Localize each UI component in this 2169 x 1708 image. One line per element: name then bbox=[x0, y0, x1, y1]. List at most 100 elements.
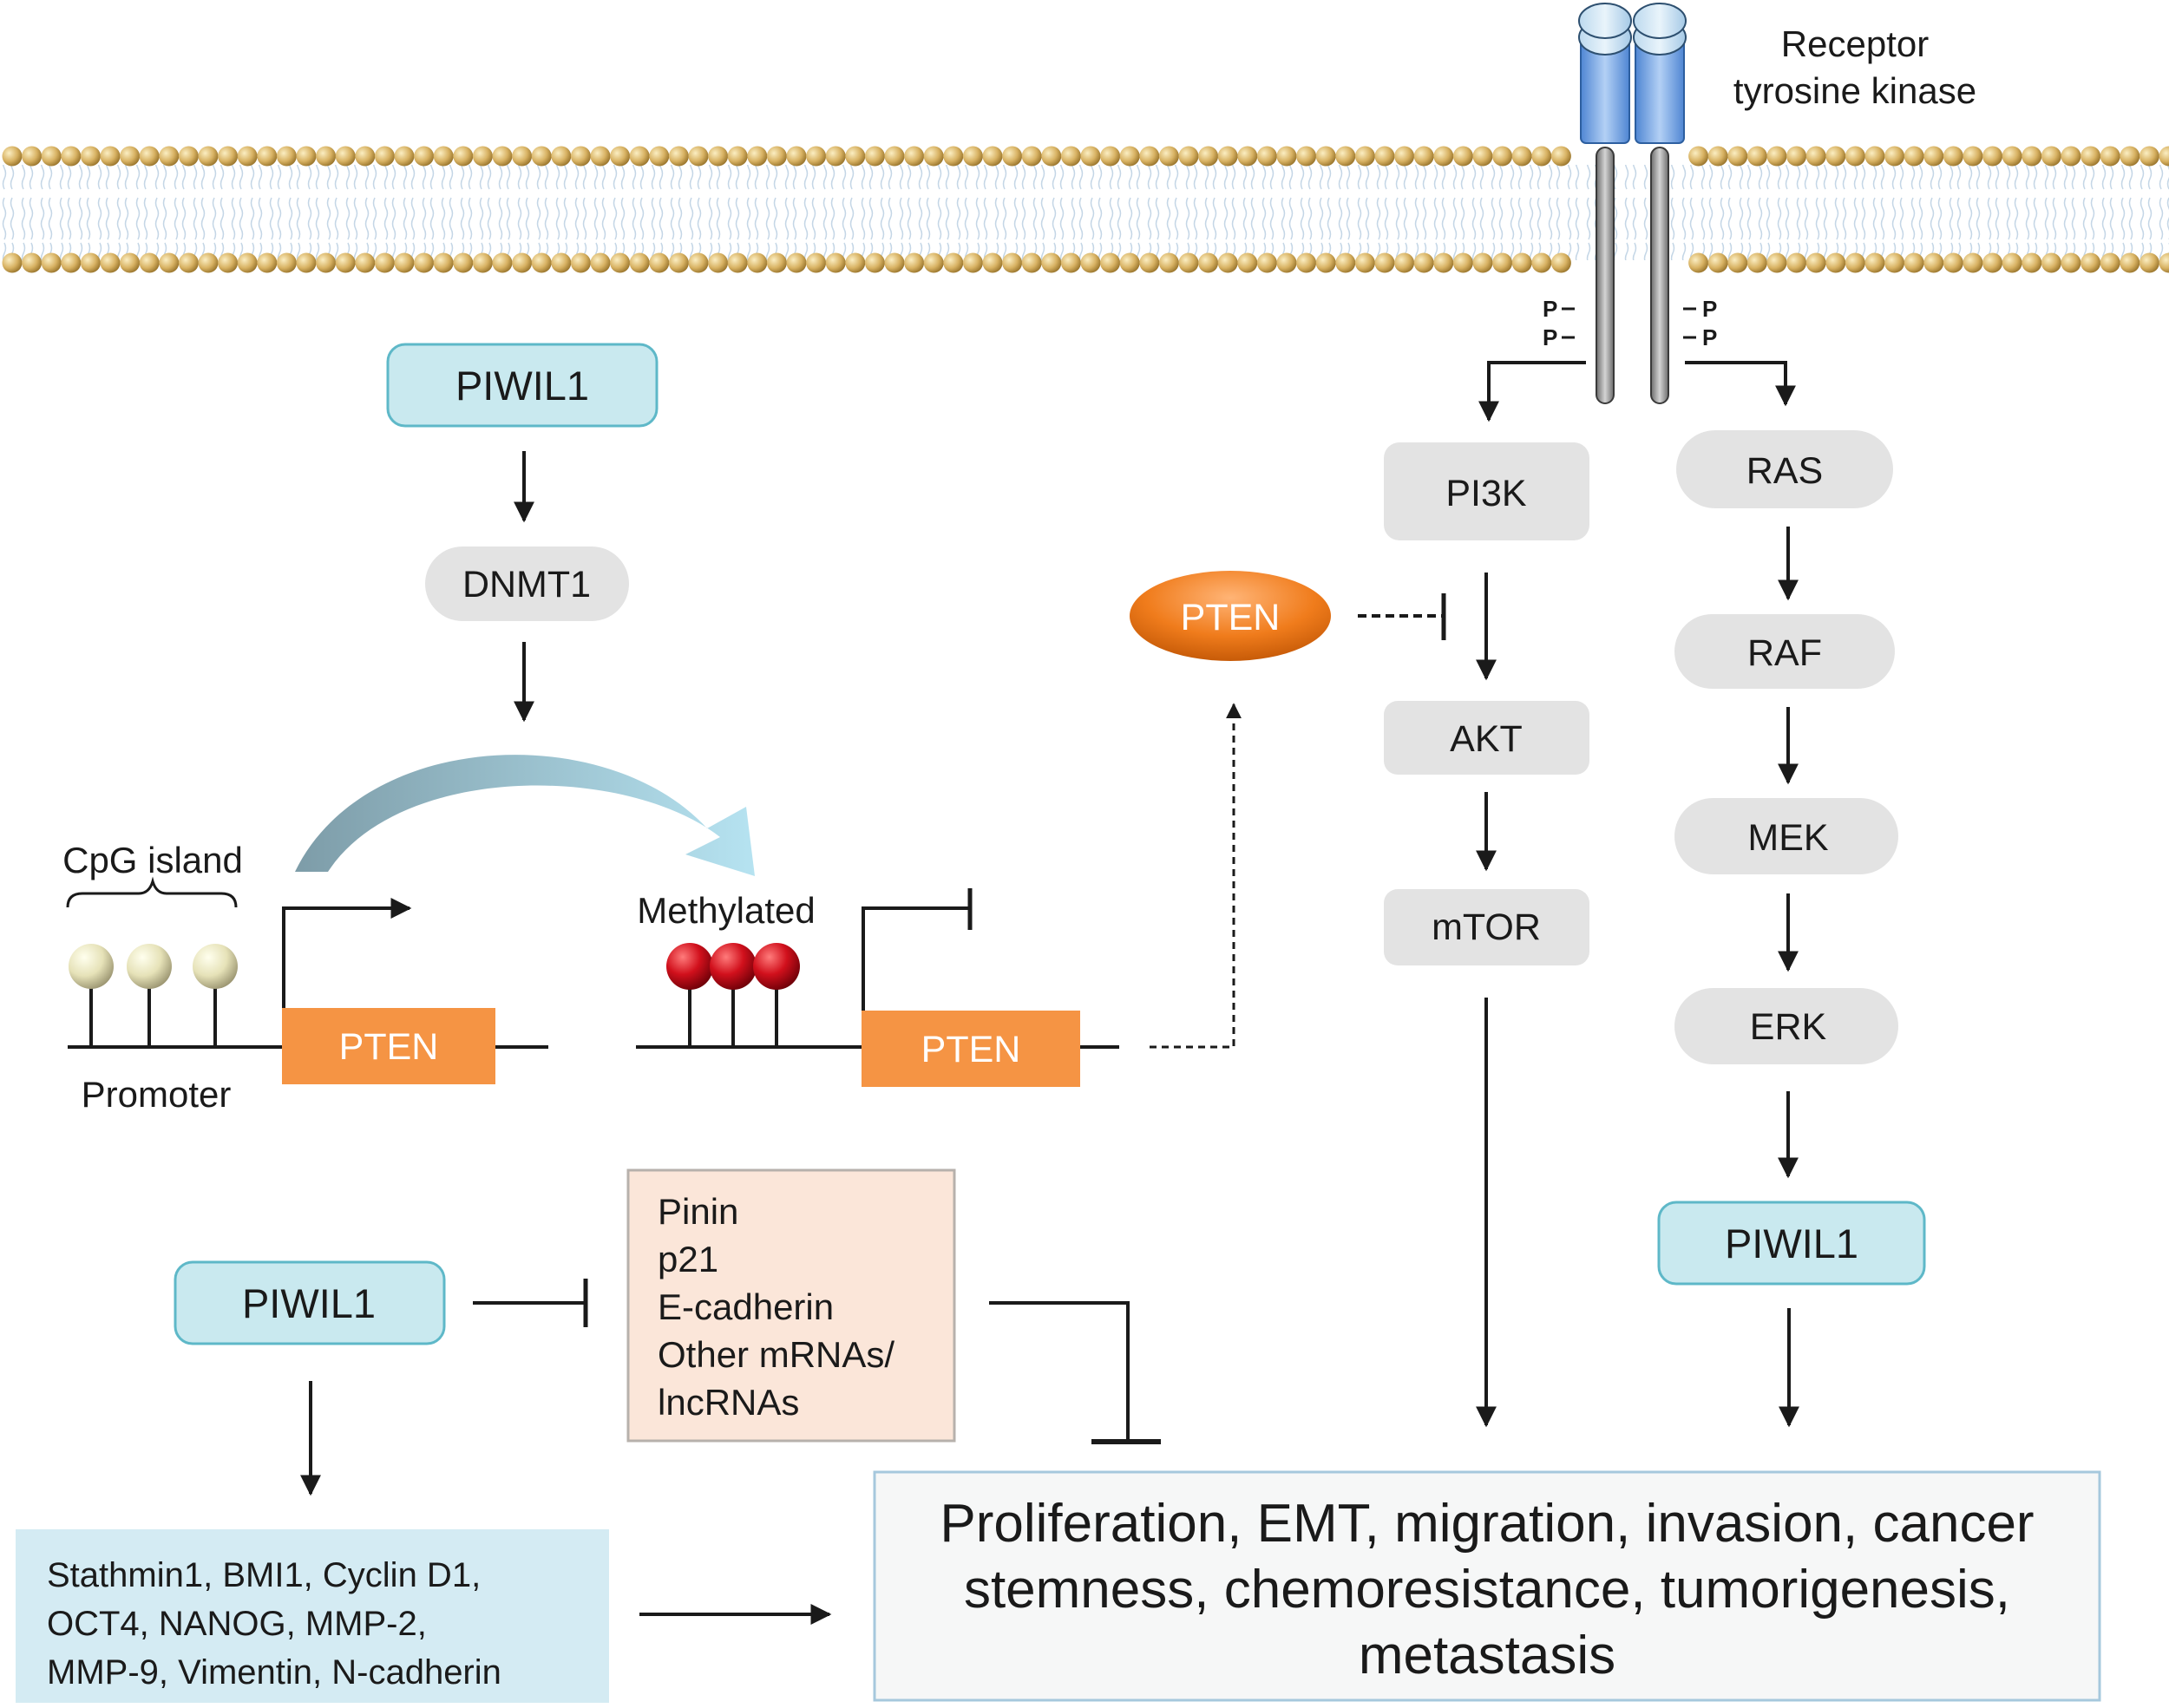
receptor-label-line2: tyrosine kinase bbox=[1733, 70, 1976, 111]
membrane-bead bbox=[1354, 252, 1375, 273]
membrane-bead bbox=[1276, 252, 1297, 273]
membrane-bead bbox=[1786, 146, 1807, 167]
membrane-bead bbox=[198, 146, 219, 167]
membrane-bead bbox=[845, 146, 866, 167]
receptor-label-line1: Receptor bbox=[1781, 23, 1929, 64]
transcription-start-arrow bbox=[282, 898, 412, 1011]
outcome-line: metastasis bbox=[1359, 1626, 1615, 1685]
transcription-block-line bbox=[862, 906, 970, 1011]
membrane-bead bbox=[1413, 146, 1434, 167]
membrane-bead bbox=[1982, 146, 2003, 167]
membrane-bead bbox=[2159, 146, 2169, 167]
membrane-bead bbox=[2, 252, 23, 273]
receptor-to-pi3k-arrow bbox=[1478, 361, 1586, 422]
membrane-bead bbox=[1786, 252, 1807, 273]
membrane-bead bbox=[2081, 252, 2101, 273]
phospho-label: P bbox=[1702, 296, 1717, 322]
membrane-bead bbox=[884, 146, 905, 167]
membrane-bead bbox=[806, 252, 827, 273]
membrane-bead bbox=[22, 146, 43, 167]
membrane-bead bbox=[139, 252, 160, 273]
erk-label: ERK bbox=[1750, 1006, 1827, 1048]
membrane-bead bbox=[296, 146, 317, 167]
membrane-bead bbox=[1100, 146, 1121, 167]
membrane-bead bbox=[845, 252, 866, 273]
dnmt1-label: DNMT1 bbox=[462, 564, 591, 605]
membrane-bead bbox=[1021, 252, 1042, 273]
pten-gene-left-label: PTEN bbox=[339, 1026, 439, 1068]
membrane-bead bbox=[1237, 252, 1258, 273]
membrane-bead bbox=[1315, 146, 1336, 167]
membrane-bead bbox=[1963, 252, 1983, 273]
membrane-bead bbox=[433, 146, 454, 167]
piwil1-top-label: PIWIL1 bbox=[455, 363, 589, 409]
membrane-bead bbox=[590, 252, 611, 273]
membrane-bead bbox=[335, 252, 356, 273]
membrane-bead bbox=[1335, 146, 1356, 167]
membrane-bead bbox=[610, 146, 631, 167]
suppressed-target: E-cadherin bbox=[658, 1286, 834, 1327]
membrane-bead bbox=[923, 252, 944, 273]
upregulated-targets-line: Stathmin1, BMI1, Cyclin D1, bbox=[47, 1556, 481, 1594]
membrane-bead bbox=[178, 252, 199, 273]
membrane-bead bbox=[218, 252, 239, 273]
membrane-bead bbox=[159, 252, 180, 273]
membrane-bead bbox=[1923, 146, 1944, 167]
membrane-bead bbox=[786, 146, 807, 167]
membrane-bead bbox=[766, 252, 787, 273]
membrane-bead bbox=[1746, 252, 1767, 273]
suppressed-targets-box bbox=[626, 1168, 956, 1443]
membrane-bead bbox=[649, 146, 670, 167]
membrane-bead bbox=[1021, 146, 1042, 167]
membrane-bead bbox=[2139, 146, 2159, 167]
membrane-bead bbox=[1707, 252, 1728, 273]
membrane-bead bbox=[1041, 252, 1062, 273]
membrane-bead bbox=[1394, 146, 1415, 167]
membrane-bead bbox=[923, 146, 944, 167]
pten-protein-node bbox=[1130, 571, 1331, 661]
membrane-bead bbox=[1119, 252, 1140, 273]
membrane-bead bbox=[257, 252, 278, 273]
membrane-bead bbox=[1904, 146, 1924, 167]
membrane-bead bbox=[786, 252, 807, 273]
membrane-bead bbox=[159, 146, 180, 167]
membrane-bead bbox=[120, 252, 141, 273]
membrane-bead bbox=[1433, 252, 1454, 273]
membrane-bead bbox=[825, 146, 846, 167]
membrane-bead bbox=[237, 146, 258, 167]
pten-gene-right-label: PTEN bbox=[921, 1029, 1021, 1070]
membrane-bead bbox=[982, 146, 1003, 167]
akt-node bbox=[1384, 701, 1589, 775]
membrane-bead bbox=[1943, 252, 1963, 273]
membrane-bead bbox=[1296, 146, 1317, 167]
membrane-bead bbox=[1727, 146, 1748, 167]
membrane-bead bbox=[414, 146, 435, 167]
membrane-bead bbox=[433, 252, 454, 273]
membrane-bead bbox=[1923, 252, 1944, 273]
membrane-bead bbox=[1864, 252, 1885, 273]
membrane-bead bbox=[2139, 252, 2159, 273]
membrane-bead bbox=[1452, 252, 1473, 273]
membrane-bead bbox=[100, 146, 121, 167]
dnmt1-node bbox=[425, 546, 629, 621]
phospho-label: P bbox=[1702, 324, 1717, 350]
membrane-bead bbox=[2041, 146, 2061, 167]
membrane-bead bbox=[1256, 252, 1277, 273]
upregulated-targets-line: OCT4, NANOG, MMP-2, bbox=[47, 1605, 427, 1643]
membrane-bead bbox=[218, 146, 239, 167]
membrane-bead bbox=[1688, 252, 1709, 273]
membrane-bead bbox=[316, 252, 337, 273]
membrane-bead bbox=[570, 146, 591, 167]
membrane-bead bbox=[2159, 252, 2169, 273]
membrane-bead bbox=[1256, 146, 1277, 167]
mtor-node bbox=[1384, 889, 1589, 965]
membrane-bead bbox=[296, 252, 317, 273]
membrane-bead bbox=[1688, 146, 1709, 167]
membrane-bead bbox=[2022, 146, 2042, 167]
membrane-bead bbox=[1041, 146, 1062, 167]
suppressed-target: lncRNAs bbox=[658, 1382, 799, 1423]
membrane-bead bbox=[1884, 146, 1905, 167]
raf-node bbox=[1674, 614, 1895, 689]
